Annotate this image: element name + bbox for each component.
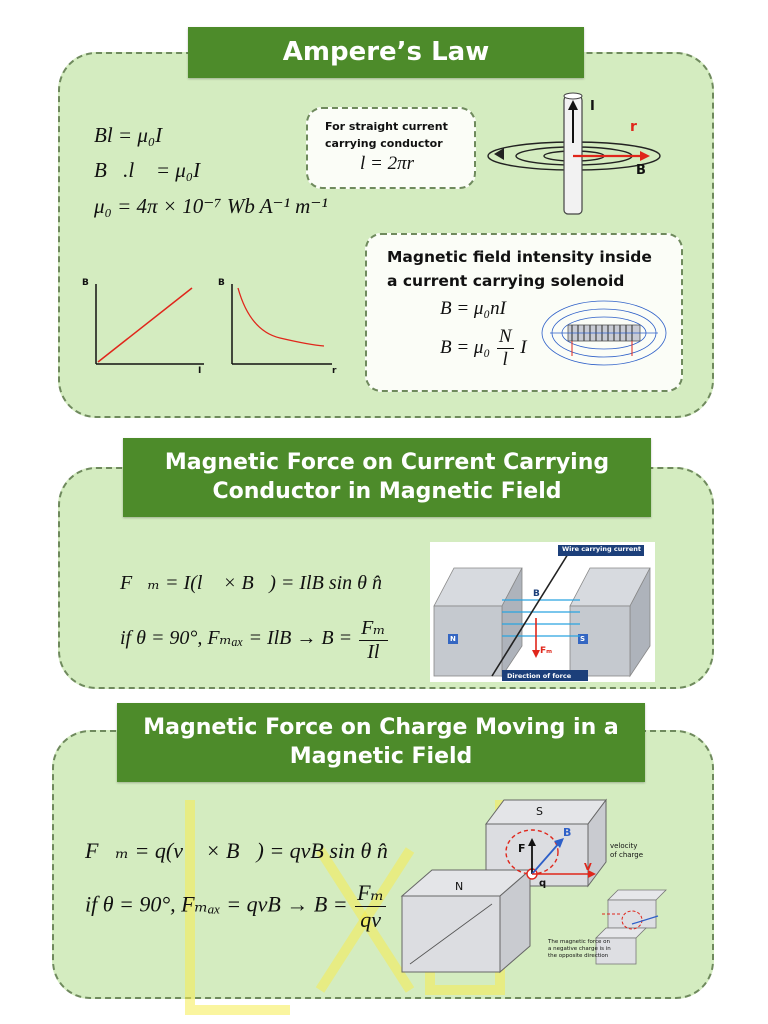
field-label: B xyxy=(533,589,540,599)
south-pole-label: S xyxy=(580,635,586,643)
moving-charge-diagram xyxy=(400,798,667,974)
conductor-eq-1: F⃗ₘ = I(l⃗ × B⃗) = IlB sin θ n̂ xyxy=(120,572,382,594)
force-label: Fₘ xyxy=(540,646,553,656)
force-direction-tag: Direction of force xyxy=(507,672,572,680)
wire-current-label: I xyxy=(590,99,595,114)
charge-eq-1: F⃗ₘ = q(v⃗ × B⃗) = qvB sin θ n̂ xyxy=(85,838,388,863)
graph-b-vs-i xyxy=(95,284,204,365)
charge-north-label: N xyxy=(455,880,464,893)
straight-wire-diagram xyxy=(487,92,661,215)
graph1-ylabel: B xyxy=(82,278,89,288)
velocity-note-2: of charge xyxy=(610,851,644,859)
wire-current-tag: Wire carrying current xyxy=(562,545,641,553)
ampere-title: Ampere’s Law xyxy=(188,27,584,78)
straight-line-2: carrying conductor xyxy=(325,137,443,150)
charge-field-label: B xyxy=(563,826,572,839)
wire-radius-label: r xyxy=(630,119,637,135)
solenoid-diagram xyxy=(541,300,667,366)
graph-b-vs-r xyxy=(231,284,332,365)
graph2-xlabel: r xyxy=(332,366,337,376)
velocity-note-1: velocity xyxy=(610,842,638,850)
ampere-eq-3: μ₀ = 4π × 10⁻⁷ Wb A⁻¹ m⁻¹ xyxy=(94,194,328,218)
graph2-ylabel: B xyxy=(218,278,225,288)
ampere-eq-1: Bl = μ₀I xyxy=(94,123,163,147)
negative-charge-note-1: The magnetic force on xyxy=(548,939,610,945)
straight-line-1: For straight current xyxy=(325,120,448,133)
straight-conductor-box xyxy=(306,107,476,189)
straight-formula: l = 2πr xyxy=(360,153,415,174)
wire-field-label: B xyxy=(636,163,646,178)
north-pole-label: N xyxy=(450,635,456,643)
graph1-xlabel: I xyxy=(198,366,202,376)
charge-q-label: q xyxy=(539,878,547,889)
charge-south-label: S xyxy=(536,805,543,818)
ampere-eq-2: B⃗.l⃗ = μ₀I xyxy=(94,158,201,182)
charge-force-label: F xyxy=(518,842,526,855)
solenoid-formula-1: B = μ₀nI xyxy=(440,298,506,319)
negative-charge-note-2: a negative charge is in xyxy=(548,946,611,952)
solenoid-line-2: a current carrying solenoid xyxy=(387,272,625,290)
negative-charge-note-3: the opposite direction xyxy=(548,953,609,959)
solenoid-line-1: Magnetic field intensity inside xyxy=(387,248,652,266)
charge-velocity-label: V xyxy=(584,862,592,873)
conductor-magnet-diagram xyxy=(430,542,655,682)
